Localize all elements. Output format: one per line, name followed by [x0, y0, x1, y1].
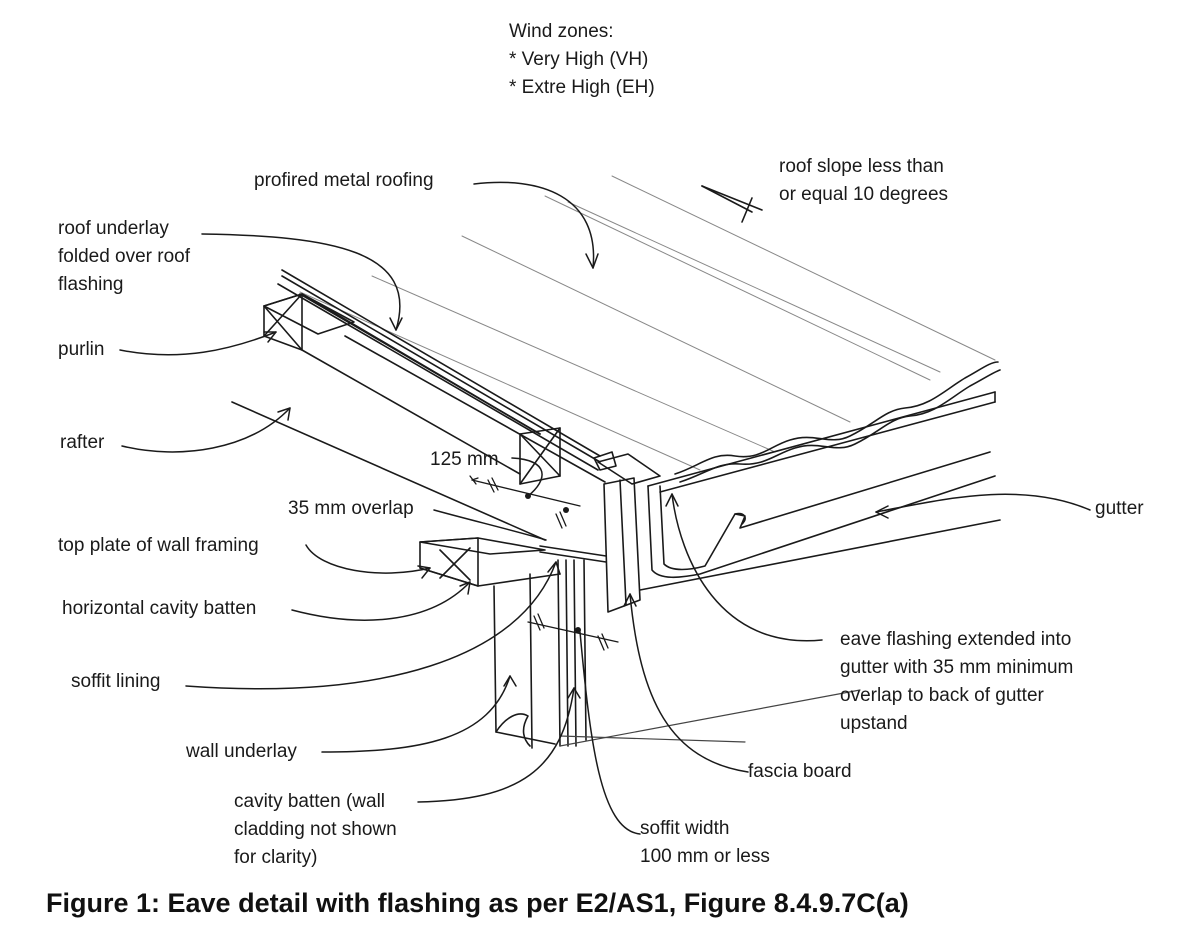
roofing-rib-lines — [300, 176, 995, 470]
leader-cavity-batten — [418, 688, 574, 802]
eave-flashing-label-1: eave flashing extended into — [840, 629, 1072, 650]
soffit-width-label-2: 100 mm or less — [640, 846, 770, 867]
leader-rafter — [122, 408, 290, 452]
wall-stud — [494, 574, 555, 748]
eave-flashing-label-4: upstand — [840, 713, 908, 734]
cavity-batten-label-1: cavity batten (wall — [234, 791, 386, 812]
eave-flashing-label-2: gutter with 35 mm minimum — [840, 657, 1074, 678]
soffit-width-label-1: soffit width — [640, 818, 730, 839]
background-lines — [560, 690, 860, 746]
rafter-member — [232, 336, 605, 540]
eave-flashing-label-3: overlap to back of gutter — [840, 685, 1044, 706]
roof-underlay-label-1: roof underlay — [58, 218, 169, 239]
roof-underlay-edge-1 — [282, 270, 600, 456]
dim-125-label: 125 mm — [430, 449, 499, 470]
leader-lines — [120, 182, 1090, 834]
top-plate-label: top plate of wall framing — [58, 535, 259, 556]
rib-line-5 — [300, 292, 700, 470]
fascia-board-label: fascia board — [748, 761, 852, 782]
leader-top-plate — [306, 545, 430, 573]
roof-slope-label-1: roof slope less than — [779, 156, 944, 177]
roof-flashing-edge — [278, 284, 598, 470]
leader-horizontal-batten — [292, 582, 470, 620]
gutter-label: gutter — [1095, 498, 1144, 519]
leader-metal-roofing — [474, 182, 594, 268]
leader-roof-underlay — [202, 234, 400, 330]
rib-line-3 — [462, 236, 850, 422]
gutter-shape — [640, 392, 1000, 590]
roofing-corrugated-edge — [675, 362, 998, 474]
rafter-label: rafter — [60, 432, 105, 453]
rib-line-6 — [568, 202, 940, 372]
soffit-lining — [540, 546, 606, 562]
purlin-block — [264, 294, 540, 474]
leader-125mm — [512, 458, 542, 496]
rib-line-4 — [372, 276, 775, 452]
leader-soffit-width — [580, 632, 640, 834]
figure-caption: Figure 1: Eave detail with flashing as p… — [46, 888, 909, 918]
dimension-lines — [470, 476, 618, 650]
top-plate-block — [420, 538, 560, 586]
slope-symbol — [702, 186, 762, 222]
horizontal-batten-label: horizontal cavity batten — [62, 598, 257, 619]
rib-line-1 — [612, 176, 995, 360]
leader-gutter — [876, 494, 1090, 512]
soffit-lining-label: soffit lining — [71, 671, 161, 692]
cavity-batten-label-3: for clarity) — [234, 847, 318, 868]
roof-slope-label-2: or equal 10 degrees — [779, 184, 949, 205]
rib-line-2 — [545, 196, 930, 380]
dimension-dots — [525, 493, 581, 633]
wind-zones-title: Wind zones: — [509, 21, 614, 42]
wind-zone-vh: * Very High (VH) — [509, 49, 649, 70]
roofing-underside-edge — [680, 370, 1000, 482]
fascia-board-shape — [594, 452, 660, 612]
roof-underlay-label-2: folded over roof — [58, 246, 191, 267]
overlap-35-label: 35 mm overlap — [288, 498, 414, 519]
leader-soffit-lining — [186, 562, 556, 689]
leader-eave-flashing — [672, 494, 822, 641]
metal-roofing-label: profired metal roofing — [254, 170, 434, 191]
leader-wall-underlay — [322, 676, 510, 752]
purlin-label: purlin — [58, 339, 105, 360]
leader-fascia-board — [630, 594, 748, 772]
wall-underlay-label: wall underlay — [186, 741, 297, 762]
roof-underlay-edge-2 — [282, 276, 600, 462]
roof-underlay-label-3: flashing — [58, 274, 124, 295]
leader-purlin — [120, 332, 276, 355]
leader-35mm-overlap — [434, 510, 546, 540]
wind-zone-eh: * Extre High (EH) — [509, 77, 655, 98]
cavity-batten-label-2: cladding not shown — [234, 819, 397, 840]
